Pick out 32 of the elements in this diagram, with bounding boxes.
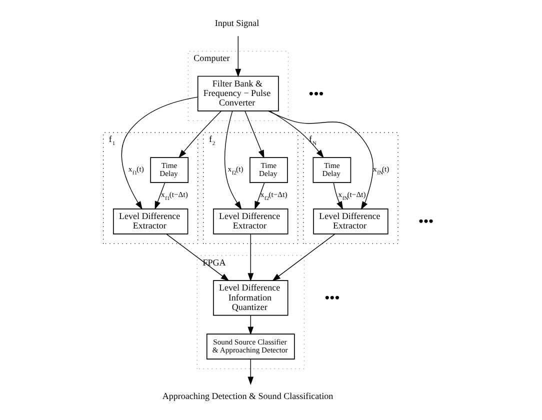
node-box: Time Delay (249, 157, 288, 183)
node-box: Time Delay (312, 157, 351, 183)
arrow (268, 110, 373, 210)
edge-label: x$_{f1}$(t−Δt) (160, 190, 188, 202)
arrow (120, 96, 198, 210)
arrow (244, 110, 264, 158)
node-text: Approaching Detection & Sound Classification (162, 390, 333, 401)
node-box: Level Difference Extractor (212, 208, 288, 234)
arrow (269, 110, 324, 158)
arrow (224, 110, 242, 210)
arrow (178, 110, 222, 158)
node-box: Time Delay (150, 157, 188, 183)
arrow (166, 234, 229, 282)
arrow (234, 36, 241, 78)
arrow (154, 182, 165, 210)
edge-label: x$_{fN}$(t−Δt) (338, 190, 366, 202)
edge-label: x$_{f2}$(t) (227, 164, 243, 176)
arrow (332, 182, 343, 210)
arrow (272, 234, 335, 282)
node-box: Level Difference Information Quantizer (212, 280, 288, 316)
node-box: Filter Bank & Frequency − Pulse Converter (196, 76, 278, 112)
arrow (247, 234, 254, 282)
arrow (247, 315, 254, 336)
node-box: Level Difference Extractor (112, 208, 188, 234)
edge-label: x$_{f2}$(t−Δt) (260, 190, 287, 202)
edge-label: x$_{fN}$(t) (372, 164, 389, 176)
edge-label: x$_{f1}$(t) (128, 164, 144, 176)
arrow (254, 182, 264, 210)
arrow (247, 358, 254, 386)
node-text: Input Signal (214, 18, 259, 28)
node-box: Level Difference Extractor (312, 208, 388, 234)
node-box: Sound Source Classifier & Approaching Detector (206, 334, 294, 360)
